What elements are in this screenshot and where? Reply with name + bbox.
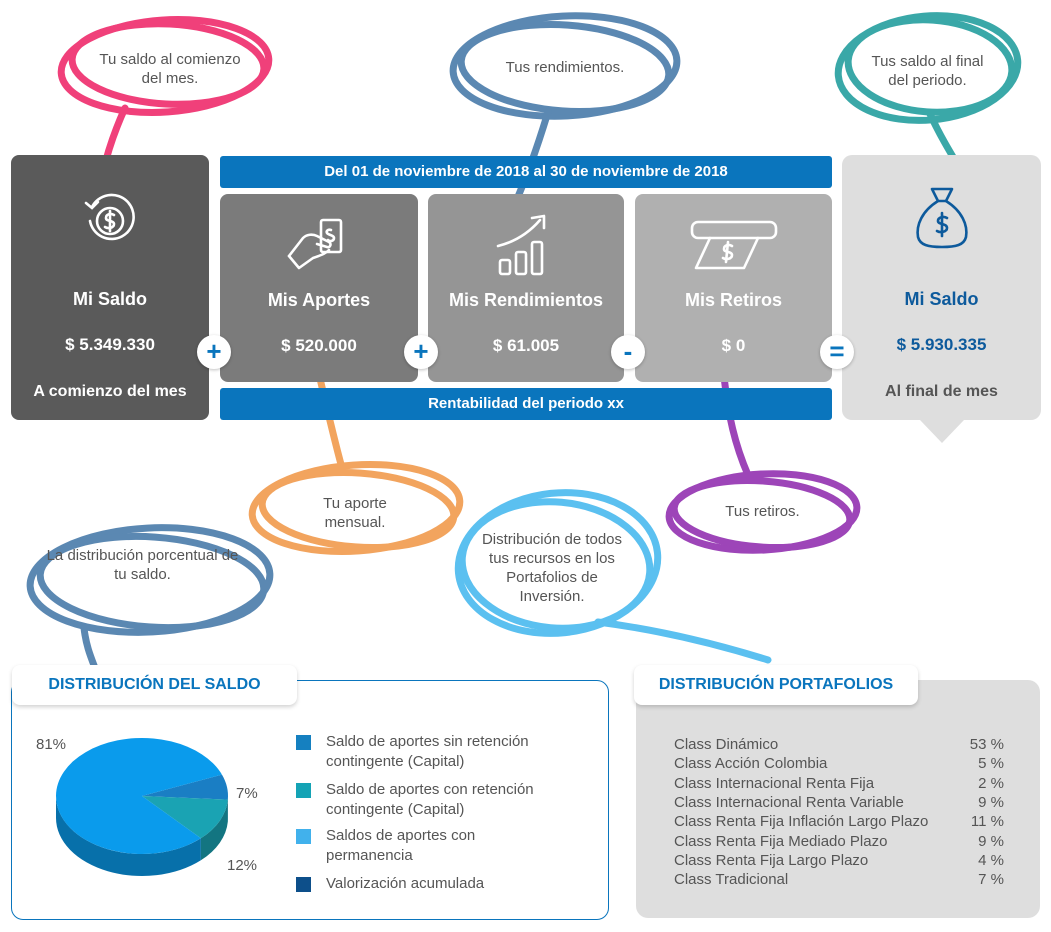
legend-swatch — [296, 735, 311, 750]
portafolio-value: 11 % — [970, 813, 1004, 831]
card-saldo-inicio-title: Mi Saldo — [72, 289, 147, 309]
annotation-saldo-final: Tus saldo al final del periodo. — [871, 53, 984, 89]
card-rendimientos-amount: $ 61.005 — [492, 336, 560, 355]
equals-operator: = — [820, 335, 854, 369]
annotation-saldo-inicio: Tu saldo al comienzo del mes. — [99, 51, 241, 87]
portafolio-row: Class Internacional Renta Variable 9 % — [674, 794, 1004, 813]
portafolio-name: Class Tradicional — [674, 871, 789, 889]
pie-slice — [142, 774, 228, 800]
annotation-retiros: Tus retiros. — [725, 503, 800, 520]
pink-scribble — [57, 16, 273, 176]
portafolio-row: Class Renta Fija Inflación Largo Plazo 11… — [674, 813, 1004, 832]
pie-side — [56, 796, 228, 876]
card-retiros-amount: $ 0 — [721, 336, 746, 355]
portafolio-name: Class Dinámico — [674, 736, 779, 753]
card-saldo-final: Mi Saldo $ 5.930.335 Al final de mes — [842, 155, 1041, 420]
portafolio-row: Class Acción Colombia 5 % — [674, 755, 1004, 774]
portafolio-value: 5 % — [978, 755, 1004, 773]
period-bar: Del 01 de noviembre de 2018 al 30 de nov… — [220, 156, 832, 188]
growth-chart-icon — [496, 214, 546, 276]
portafolio-row: Class Renta Fija Mediado Plazo 9 % — [674, 833, 1004, 852]
portafolio-value: 9 % — [978, 832, 1004, 850]
legend-swatch — [296, 829, 311, 844]
portafolio-name: Class Internacional Renta Fija — [674, 774, 875, 792]
portafolio-row: Class Internacional Renta Fija 2 % — [674, 775, 1004, 794]
portafolio-name: Class Renta Fija Inflación Largo Plazo — [674, 813, 929, 831]
pie-label-12: 12% — [227, 857, 258, 874]
annotation-distribucion-saldo: La distribución porcentual de tu saldo. — [46, 547, 239, 583]
pie-slice — [142, 796, 228, 839]
portafolio-row: Class Dinámico 53 % — [674, 736, 1004, 755]
money-cycle-icon — [84, 193, 135, 241]
distribucion-portafolios-panel — [636, 680, 1040, 918]
legend-label: Valorización acumulada — [326, 875, 485, 892]
pie-slice — [56, 738, 222, 854]
pie-top — [56, 738, 228, 854]
card-saldo-final-background — [842, 155, 1041, 443]
pie-label-81: 81% — [36, 736, 67, 753]
legend-swatch — [296, 783, 311, 798]
distribucion-portafolios-title: DISTRIBUCIÓN PORTAFOLIOS — [634, 665, 918, 705]
card-rendimientos: Mis Rendimientos $ 61.005 — [428, 194, 624, 382]
card-saldo-final-title: Mi Saldo — [904, 289, 979, 309]
pie-slice-side — [56, 796, 201, 876]
card-saldo-final-amount: $ 5.930.335 — [896, 335, 987, 354]
steel-blue-scribble-top — [449, 12, 681, 229]
hand-money-icon — [287, 218, 343, 270]
rentabilidad-bar: Rentabilidad del periodo xx — [220, 388, 832, 420]
portafolio-value: 2 % — [978, 774, 1004, 792]
annotation-rendimientos: Tus rendimientos. — [505, 59, 625, 76]
portafolio-name: Class Renta Fija Mediado Plazo — [674, 832, 888, 850]
portafolio-name: Class Acción Colombia — [674, 755, 828, 773]
money-bag-icon — [915, 187, 968, 249]
card-retiros: Mis Retiros $ 0 — [635, 194, 832, 382]
distribucion-saldo-title: DISTRIBUCIÓN DEL SALDO — [12, 665, 297, 705]
card-rendimientos-title: Mis Rendimientos — [448, 290, 604, 310]
legend-swatch — [296, 877, 311, 892]
portafolio-row: Class Tradicional 7 % — [674, 871, 1004, 890]
portafolio-value: 9 % — [978, 793, 1004, 811]
card-aportes-title: Mis Aportes — [267, 290, 371, 310]
plus-operator-2: + — [404, 335, 438, 369]
portafolio-value: 53 % — [969, 736, 1004, 753]
card-saldo-inicio-amount: $ 5.349.330 — [65, 335, 155, 354]
pie-slice-side — [200, 799, 228, 861]
card-saldo-inicio-caption: A comienzo del mes — [33, 383, 187, 400]
portafolio-row: Class Renta Fija Largo Plazo 4 % — [674, 852, 1004, 871]
card-aportes-amount: $ 520.000 — [281, 336, 357, 355]
annotation-distribucion-recursos: Distribución de todos tus recursos en lo… — [481, 531, 623, 605]
annotation-aporte: Tu aporte mensual. — [323, 495, 387, 531]
minus-operator: - — [611, 335, 645, 369]
pie-chart — [56, 738, 228, 876]
portafolio-value: 7 % — [978, 871, 1004, 889]
card-saldo-final-caption: Al final de mes — [885, 383, 998, 400]
card-retiros-title: Mis Retiros — [684, 290, 783, 310]
atm-withdraw-icon — [690, 220, 777, 270]
card-saldo-inicio: Mi Saldo $ 5.349.330 A comienzo del mes — [11, 155, 209, 420]
portafolio-value: 4 % — [978, 851, 1004, 869]
portafolio-name: Class Internacional Renta Variable — [674, 793, 904, 811]
plus-operator-1: + — [197, 335, 231, 369]
steel-blue-scribble-bottom — [26, 524, 274, 672]
card-aportes: Mis Aportes $ 520.000 — [220, 194, 418, 382]
portafolio-name: Class Renta Fija Largo Plazo — [674, 851, 869, 869]
pie-label-7: 7% — [236, 785, 258, 802]
